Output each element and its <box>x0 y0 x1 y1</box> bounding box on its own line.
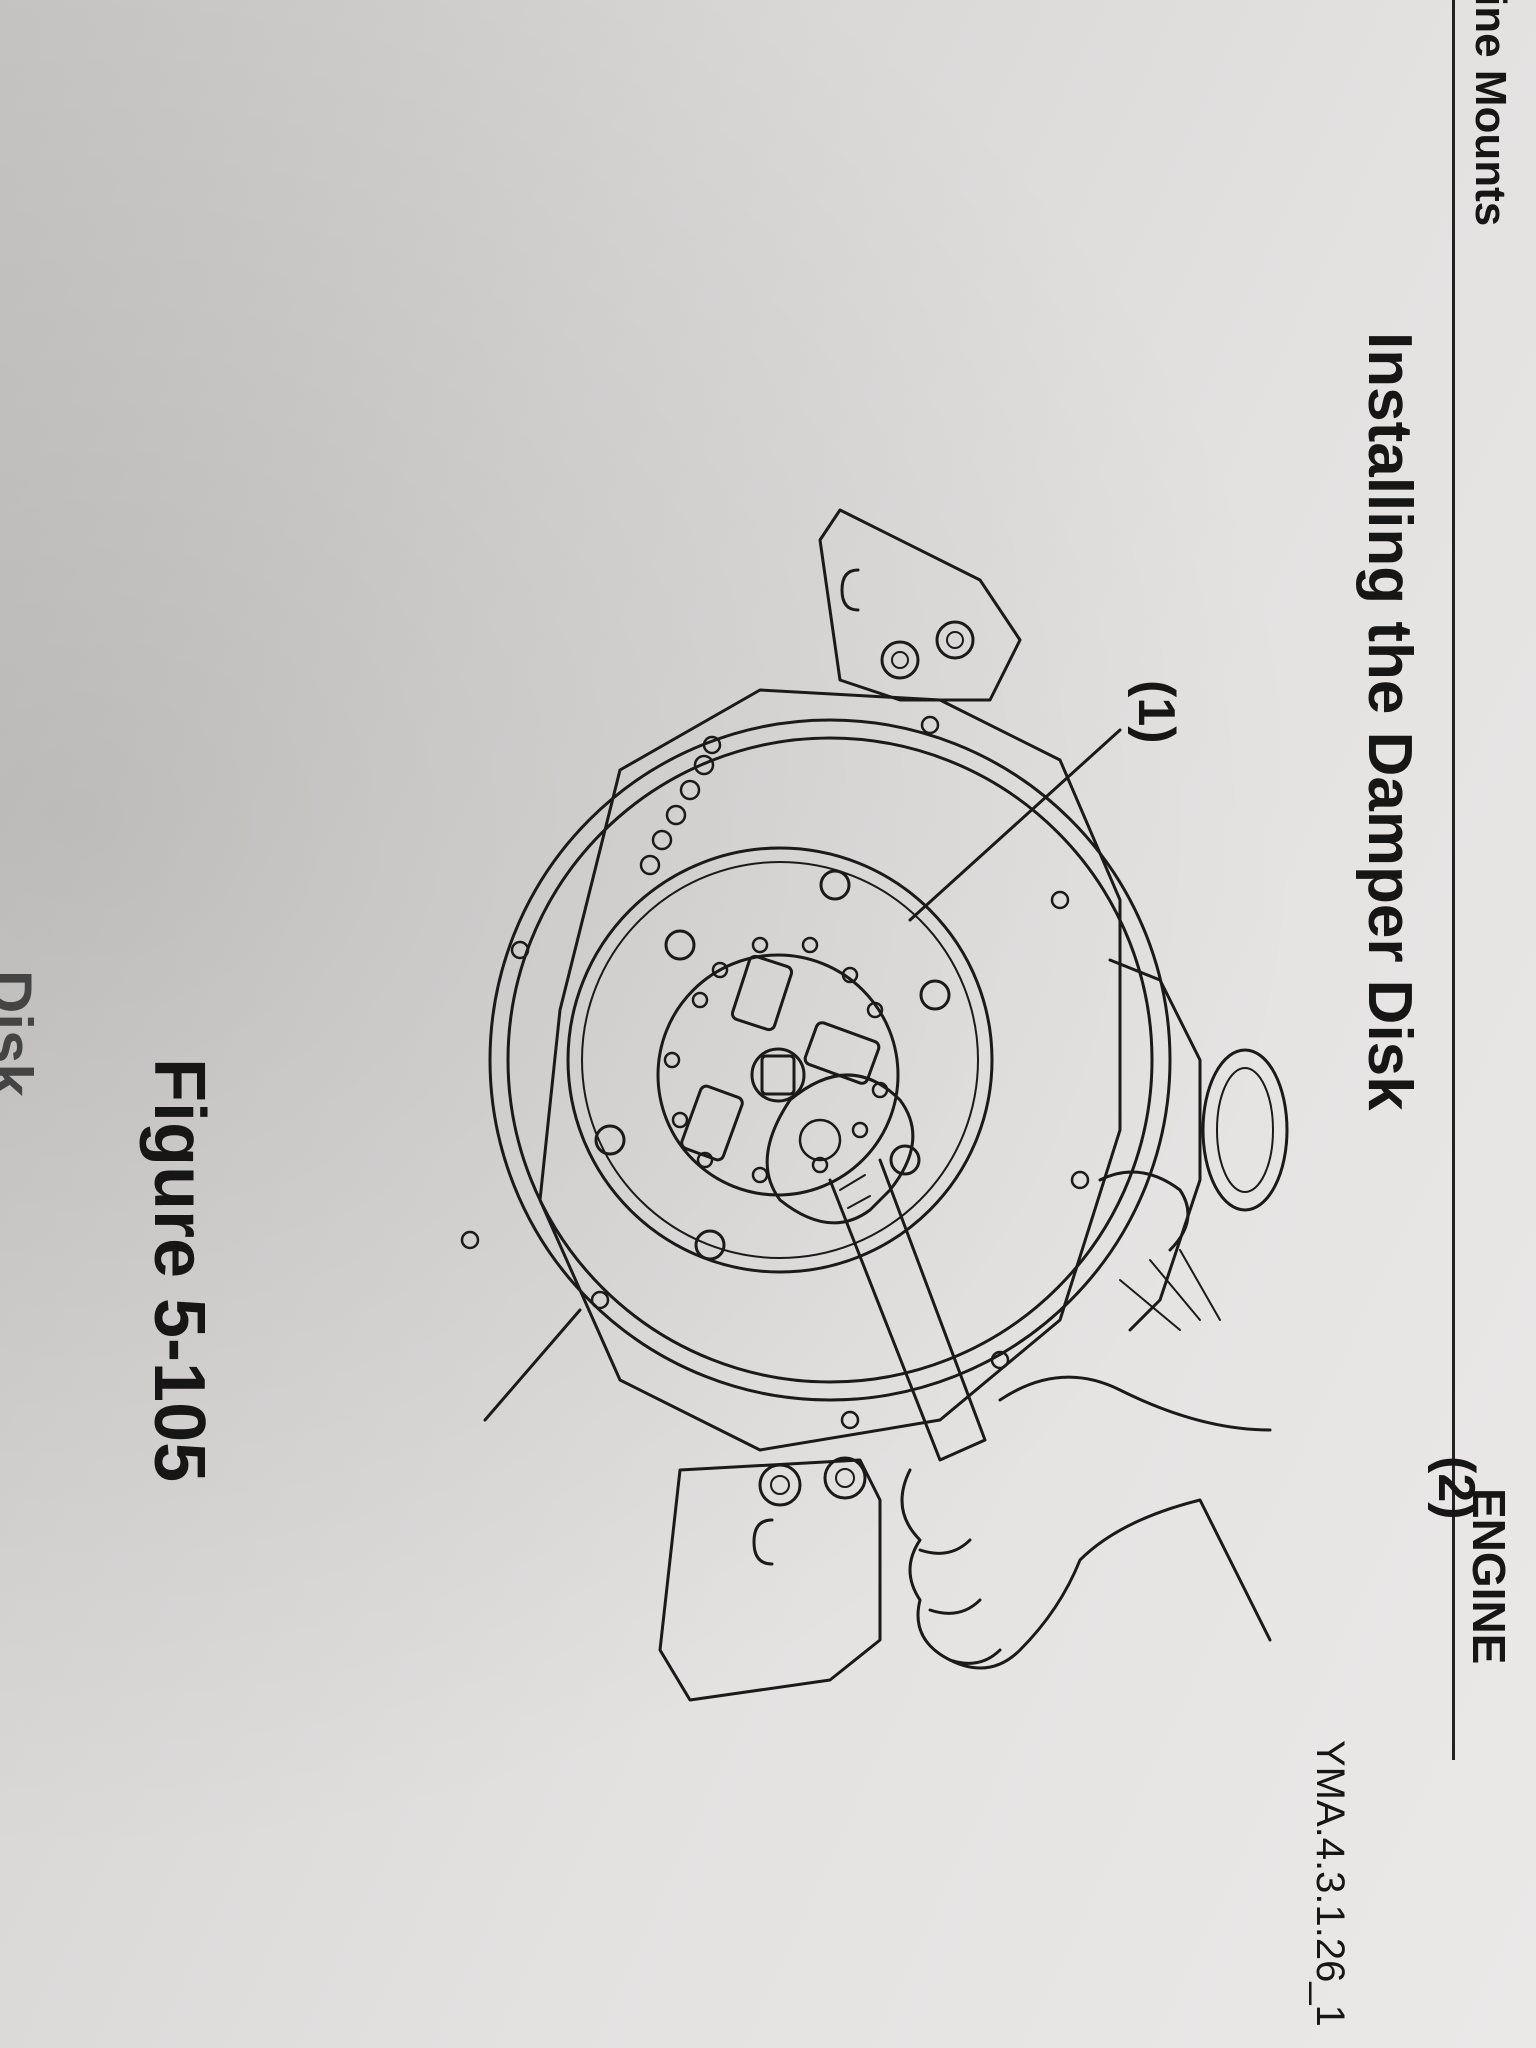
figure-caption: Figure 5-105 <box>139 1058 219 1483</box>
cut-off-text: Disk <box>0 970 44 1097</box>
flywheel-housing <box>538 688 1122 1452</box>
upper-mount-bracket <box>818 508 1022 702</box>
damper-disk-plate <box>566 846 994 1274</box>
damper-hub <box>656 953 900 1197</box>
lower-mount-bracket <box>658 1458 882 1702</box>
hand <box>900 1375 1272 1670</box>
header-rule <box>1452 0 1455 1760</box>
callout-1-leader <box>908 728 1122 922</box>
figure-reference-code: YMA.4.3.1.26_1 <box>1308 1740 1352 2027</box>
damper-springs <box>680 954 881 1162</box>
housing-ring <box>488 718 1172 1402</box>
callout-2: (2) <box>1427 1456 1485 1520</box>
engine-block <box>1108 958 1202 1332</box>
callout-2-leader <box>483 1308 582 1422</box>
callout-1: (1) <box>1127 680 1185 744</box>
ratchet-wrench <box>765 1073 987 1462</box>
